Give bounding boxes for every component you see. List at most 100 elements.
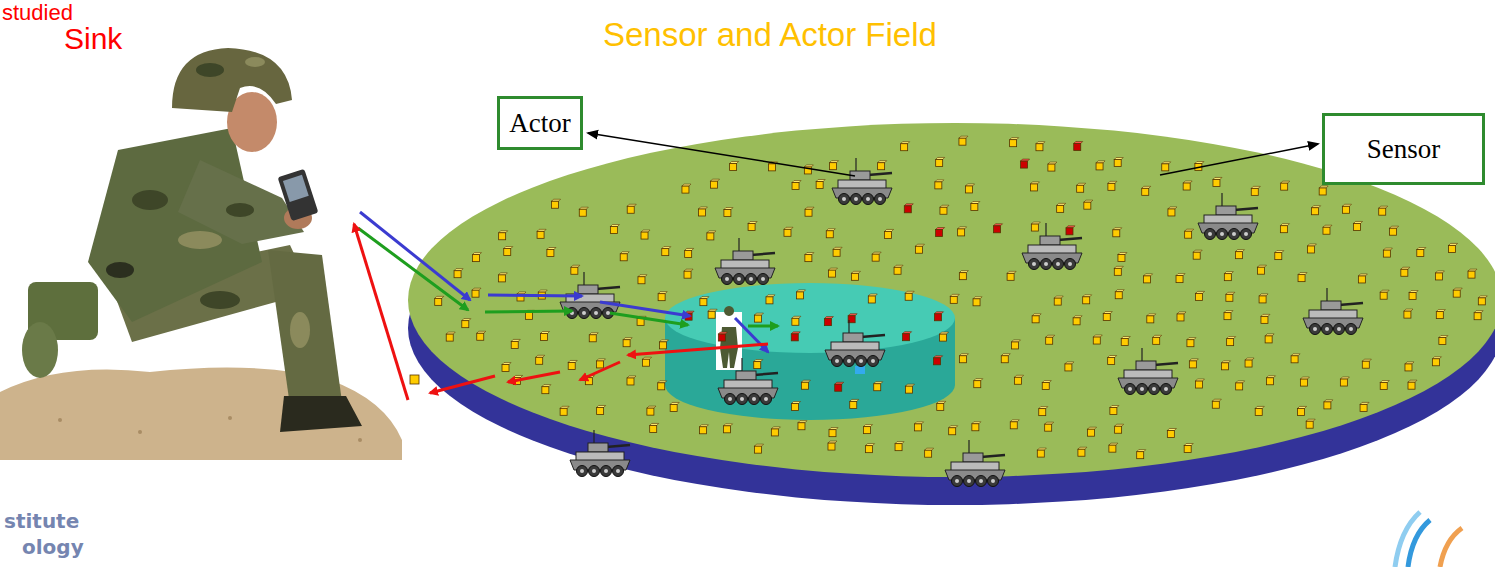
soldier-sink-part xyxy=(278,169,319,221)
cube-face xyxy=(610,227,617,234)
sensor-cube xyxy=(1176,274,1185,283)
wheel-hub xyxy=(835,359,839,363)
sensor-cube xyxy=(568,360,577,369)
cube-face xyxy=(525,312,532,319)
wheel xyxy=(851,194,862,205)
wheel-hub xyxy=(749,277,753,281)
cube-face xyxy=(1147,316,1154,323)
sensor-cube xyxy=(828,441,837,450)
sensor-cube xyxy=(730,161,739,170)
cube-face xyxy=(801,382,808,389)
cube-face xyxy=(851,273,858,280)
sensor-cube xyxy=(878,161,887,170)
cube-face xyxy=(796,292,803,299)
wheel xyxy=(1217,229,1228,240)
cube-face xyxy=(1213,179,1220,186)
active-sensor xyxy=(934,356,943,365)
sensor-cube xyxy=(662,247,671,256)
cube-face xyxy=(1298,408,1305,415)
sensor-cube xyxy=(682,184,691,193)
wheel xyxy=(601,466,612,477)
cube-face xyxy=(863,427,870,434)
cube-face xyxy=(1257,267,1264,274)
sensor-cube xyxy=(1039,407,1048,416)
wheel xyxy=(863,194,874,205)
leader-lines-part xyxy=(1160,144,1318,175)
sensor-cube xyxy=(1324,400,1333,409)
sensor-cube xyxy=(1360,402,1369,411)
cube-face xyxy=(748,224,755,231)
sensor-cube xyxy=(498,273,507,282)
callout-text: Sensor xyxy=(1367,134,1441,165)
sensor-cube xyxy=(1147,314,1156,323)
sensor-cube xyxy=(1261,314,1270,323)
wheel-hub xyxy=(580,469,584,473)
soldier-sink-part xyxy=(268,250,342,406)
wheel xyxy=(839,194,850,205)
sensor-cube xyxy=(596,359,605,368)
sensor-cube xyxy=(1177,312,1186,321)
sensor-cube xyxy=(1010,420,1019,429)
soldier-sink-part-part xyxy=(283,175,309,202)
sensor-cube xyxy=(1096,161,1105,170)
turret xyxy=(1136,361,1156,370)
flow-arrows-part xyxy=(430,376,495,393)
cube-face xyxy=(1408,382,1415,389)
cube-face xyxy=(643,359,650,366)
cube-face xyxy=(710,181,717,188)
wheel xyxy=(952,476,963,487)
sensor-cube xyxy=(724,208,733,217)
cube-face xyxy=(904,206,911,213)
wheel-hub xyxy=(1208,232,1212,236)
wheel xyxy=(832,356,843,367)
cube-face xyxy=(1224,274,1231,281)
sensor-cube xyxy=(620,252,629,261)
sensor-cube xyxy=(1474,311,1483,320)
sensor-cube xyxy=(1196,291,1205,300)
cube-face xyxy=(940,207,947,214)
sensor-cube xyxy=(1255,406,1264,415)
cube-face xyxy=(903,334,910,341)
antenna xyxy=(848,320,849,334)
cube-face xyxy=(724,210,731,217)
sensor-cube xyxy=(499,231,508,240)
cube-face xyxy=(1011,342,1018,349)
sensor-cube xyxy=(684,269,693,278)
sensor-cube xyxy=(670,402,679,411)
logo-swirl xyxy=(1395,512,1462,567)
wheel-hub xyxy=(859,359,863,363)
wheel-hub xyxy=(955,479,959,483)
sensor-cube xyxy=(1183,181,1192,190)
sensor-cube xyxy=(966,184,975,193)
sensor-cube xyxy=(699,425,708,434)
sensor-cube xyxy=(936,157,945,166)
sensor-cube xyxy=(925,448,934,457)
cube-face xyxy=(973,299,980,306)
cube-face xyxy=(925,450,932,457)
cube-face xyxy=(542,387,549,394)
cube-face xyxy=(568,362,575,369)
wheel-hub xyxy=(1244,232,1248,236)
sensor-cube xyxy=(1224,311,1233,320)
cube-face xyxy=(1265,336,1272,343)
sensor-cube xyxy=(1185,229,1194,238)
cube-face xyxy=(1065,364,1072,371)
active-sensor xyxy=(1021,159,1030,168)
cube-face xyxy=(1121,338,1128,345)
cube-face xyxy=(1142,188,1149,195)
cube-face xyxy=(792,404,799,411)
sensor-cube xyxy=(650,423,659,432)
sensor-cube xyxy=(792,402,801,411)
cube-face xyxy=(949,428,956,435)
active-sensor xyxy=(904,204,913,213)
sensor-cube xyxy=(1298,273,1307,282)
wheel-hub xyxy=(1128,387,1132,391)
flow-arrows-part xyxy=(358,228,468,310)
sensor-cube xyxy=(937,401,946,410)
antenna xyxy=(741,358,742,372)
sensor-cube xyxy=(894,265,903,274)
cube-face xyxy=(1093,337,1100,344)
sensor-cube xyxy=(1224,272,1233,281)
sensor-cube xyxy=(1137,450,1146,459)
cube-face xyxy=(835,384,842,391)
